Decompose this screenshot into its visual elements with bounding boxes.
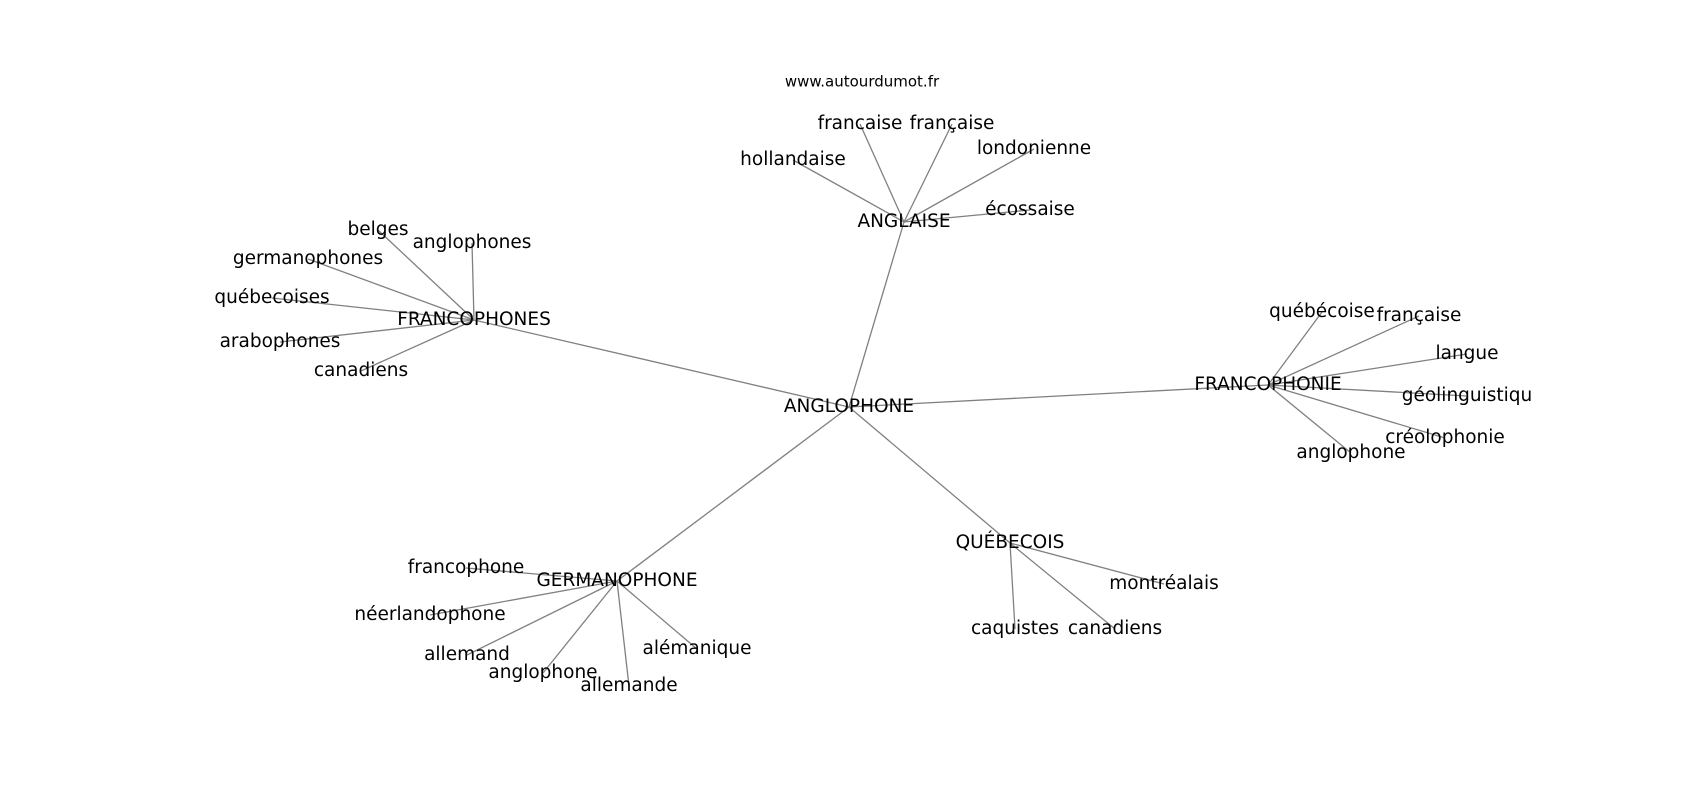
node-leaf-francophones-belges: belges	[347, 219, 408, 240]
node-leaf-francophones-canadiens: canadiens	[314, 360, 408, 381]
edge-francophones-belges	[377, 229, 475, 321]
node-leaf-quebecois-caquistes: caquistes	[971, 618, 1059, 639]
node-hub-quebecois: QUÉBECOIS	[956, 531, 1065, 553]
node-leaf-francophonie-francaise: française	[1377, 305, 1462, 326]
source-url: www.autourdumot.fr	[785, 73, 940, 91]
edge-anglaise-francaise	[903, 123, 953, 223]
edge-germanophone-alemanique	[616, 580, 698, 650]
edge-francophonie-creolophonie	[1267, 384, 1446, 439]
node-leaf-anglaise-ecossaise: écossaise	[985, 199, 1075, 220]
edge-francophones-germanophones	[307, 258, 475, 321]
edge-anglaise-ecossaise	[903, 209, 1031, 223]
edge-anglaise-londonienne	[903, 148, 1035, 223]
node-hub-germanophone: GERMANOPHONE	[536, 570, 697, 591]
node-leaf-francophonie-anglophone: anglophone	[1296, 442, 1405, 463]
node-leaf-francophonie-quebecoise: québécoise	[1269, 301, 1375, 322]
edge-center-francophones	[473, 319, 850, 408]
edge-germanophone-neerlandophone	[429, 580, 618, 616]
node-leaf-quebecois-montrealais: montréalais	[1109, 573, 1219, 594]
label-layer: www.autourdumot.fr ANGLOPHONE ANGLAISE fra…	[214, 73, 1532, 697]
edge-center-anglaise	[848, 221, 905, 408]
edge-francophonie-anglophone	[1267, 384, 1352, 454]
node-leaf-anglaise-hollandaise: hollandaise	[740, 149, 846, 170]
edge-center-germanophone	[616, 406, 850, 582]
edge-germanophone-francophone	[465, 567, 618, 582]
edge-germanophone-allemande	[616, 580, 630, 687]
node-leaf-francophonie-creolophonie: créolophonie	[1385, 427, 1505, 448]
edge-quebecois-montrealais	[1009, 542, 1165, 585]
edge-anglaise-francaise	[859, 123, 905, 223]
edge-francophonie-quebecoise	[1267, 311, 1323, 386]
edge-anglaise-hollandaise	[792, 159, 905, 223]
edge-francophonie-francaise	[1267, 315, 1420, 386]
node-leaf-anglaise-francaise: française	[910, 113, 995, 134]
node-hub-francophonie: FRANCOPHONIE	[1194, 374, 1341, 395]
edge-francophones-anglophones	[471, 242, 475, 321]
edge-germanophone-allemand	[466, 580, 618, 656]
node-leaf-germanophone-neerlandophone: néerlandophone	[354, 604, 505, 625]
node-leaf-germanophone-francophone: francophone	[408, 557, 525, 578]
node-leaf-quebecois-canadiens: canadiens	[1068, 618, 1162, 639]
edge-center-francophonie	[848, 384, 1269, 408]
edge-quebecois-canadiens	[1009, 542, 1116, 630]
node-leaf-francophones-germanophones: germanophones	[233, 248, 383, 269]
node-leaf-francophonie-geolinguistiqu: géolinguistiqu	[1402, 385, 1533, 406]
node-hub-francophones: FRANCOPHONES	[397, 309, 551, 330]
edge-francophonie-langue	[1267, 353, 1468, 386]
node-leaf-anglaise-londonienne: londonienne	[977, 138, 1091, 159]
edge-francophones-arabophones	[279, 319, 475, 343]
node-leaf-francophones-arabophones: arabophones	[220, 331, 341, 352]
node-center-anglophone: ANGLOPHONE	[784, 396, 914, 417]
node-leaf-anglaise-francaise: francaise	[818, 113, 903, 134]
node-leaf-francophones-quebecoises: québecoises	[214, 287, 329, 308]
node-leaf-germanophone-allemand: allemand	[424, 644, 510, 665]
edge-layer	[271, 123, 1468, 687]
node-leaf-germanophone-allemande: allemande	[580, 675, 677, 696]
edge-center-quebecois	[848, 406, 1011, 544]
edge-quebecois-caquistes	[1009, 542, 1016, 630]
edge-germanophone-anglophone	[542, 580, 618, 674]
node-leaf-francophonie-langue: langue	[1435, 343, 1498, 364]
node-hub-anglaise: ANGLAISE	[857, 211, 950, 232]
node-leaf-germanophone-alemanique: alémanique	[643, 638, 752, 659]
edge-francophonie-geolinguistiqu	[1267, 384, 1468, 397]
node-leaf-germanophone-anglophone: anglophone	[488, 662, 597, 683]
edge-francophones-canadiens	[360, 319, 475, 372]
edge-francophones-quebecoises	[271, 297, 475, 321]
node-leaf-francophones-anglophones: anglophones	[413, 232, 532, 253]
